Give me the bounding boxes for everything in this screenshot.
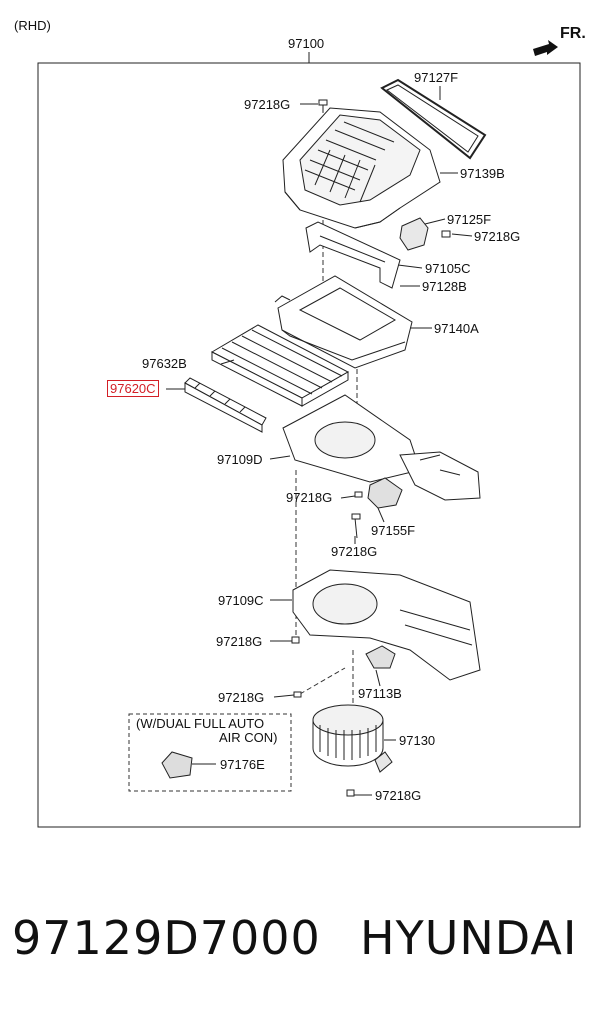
callout-97218G-low1: 97218G	[216, 634, 263, 649]
module-97155F	[367, 477, 403, 509]
door-97105C	[305, 221, 401, 289]
screw-97218G-mid	[354, 491, 363, 498]
sensor-97176E	[161, 751, 193, 779]
callout-97218G-low2: 97218G	[218, 690, 265, 705]
case-97109D	[282, 394, 481, 501]
callout-97218G-mid2: 97218G	[331, 544, 378, 559]
brand-name: HYUNDAI	[360, 911, 578, 965]
callout-97218G-bottom: 97218G	[375, 788, 422, 803]
callout-97620C-highlighted: 97620C	[107, 380, 159, 397]
filter-cover-97620C	[184, 377, 267, 433]
callout-97139B: 97139B	[460, 166, 505, 181]
screw-97218G-low2	[293, 691, 302, 698]
screw-97218G-top	[318, 99, 328, 112]
callout-97218G-mid: 97218G	[286, 490, 333, 505]
lower-case-97109C	[292, 569, 481, 681]
callout-97127F: 97127F	[414, 70, 459, 85]
actuator-97125F	[399, 217, 451, 251]
filter-housing-97140A	[274, 275, 413, 369]
resistor-97113B	[365, 645, 396, 669]
callout-97109D: 97109D	[217, 452, 263, 467]
option-box-line1: (W/DUAL FULL AUTO	[136, 716, 265, 731]
screw-97218G-low1	[291, 636, 300, 644]
callout-97218G-top: 97218G	[244, 97, 291, 112]
callout-97632B: 97632B	[142, 356, 187, 371]
exploded-parts-diagram	[37, 40, 581, 828]
variant-label: (RHD)	[14, 18, 51, 33]
callout-97128B: 97128B	[422, 279, 467, 294]
blower-motor-97130	[312, 704, 393, 773]
callout-97140A: 97140A	[434, 321, 479, 336]
callout-97105C: 97105C	[425, 261, 471, 276]
callout-97130: 97130	[399, 733, 436, 748]
screw-97218G-bottom	[346, 789, 355, 797]
callout-97113B: 97113B	[358, 686, 402, 701]
screw-97218G-mid2	[351, 513, 361, 539]
callout-97176E: 97176E	[220, 757, 265, 772]
upper-case-97139B	[282, 107, 441, 229]
assembly-number: 97100	[288, 36, 325, 51]
leader-lines	[166, 86, 473, 796]
front-direction-label: FR.	[560, 25, 586, 42]
callout-97218G-right: 97218G	[474, 229, 521, 244]
cabin-filter-97632B	[210, 324, 350, 407]
seal-97127F	[380, 78, 487, 160]
part-number: 97129D7000	[12, 911, 321, 965]
callout-97125F: 97125F	[447, 212, 492, 227]
axis-dash-5	[299, 667, 346, 695]
front-arrow-icon	[533, 40, 558, 56]
option-box-line2: AIR CON)	[219, 730, 278, 745]
callout-97109C: 97109C	[218, 593, 264, 608]
option-box	[128, 713, 292, 792]
callout-97155F: 97155F	[371, 523, 416, 538]
